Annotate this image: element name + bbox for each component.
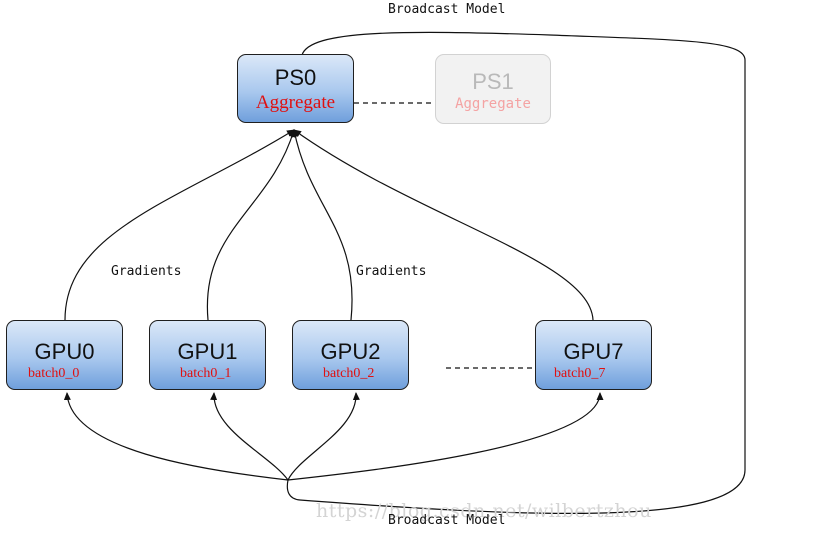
broadcast-edge-gpu7 <box>287 392 604 481</box>
ps1-subtitle: Aggregate <box>455 96 531 112</box>
gradient-edge-gpu0 <box>64 129 295 321</box>
gradients-label-right: Gradients <box>356 264 427 279</box>
broadcast-edge-gpu2 <box>287 392 360 481</box>
gpu2-batch: batch0_2 <box>323 366 375 381</box>
ps1-title: PS1 <box>472 69 514 94</box>
gpu1-batch: batch0_1 <box>180 366 232 381</box>
gpu0-node: GPU0 batch0_0 <box>6 320 123 390</box>
ps1-node: PS1 Aggregate <box>435 54 551 124</box>
gpu1-title: GPU1 <box>177 339 238 364</box>
gradient-edge-gpu7 <box>293 129 594 321</box>
gpu7-title: GPU7 <box>563 339 624 364</box>
ps0-node: PS0 Aggregate <box>237 54 354 123</box>
broadcast-edge-gpu0 <box>63 392 289 481</box>
gpu1-node: GPU1 batch0_1 <box>149 320 266 390</box>
gpu0-batch: batch0_0 <box>28 366 80 381</box>
gpu7-node: GPU7 batch0_7 <box>535 320 652 390</box>
ps0-title: PS0 <box>274 65 317 90</box>
gpu2-title: GPU2 <box>320 339 381 364</box>
gpu0-title: GPU0 <box>34 339 95 364</box>
gpu2-node: GPU2 batch0_2 <box>292 320 409 390</box>
broadcast-edge-gpu1 <box>210 392 289 481</box>
gpu7-batch: batch0_7 <box>554 366 606 381</box>
gradient-edge-gpu1 <box>206 129 296 321</box>
broadcast-label-top: Broadcast Model <box>388 2 506 17</box>
gradients-label-left: Gradients <box>111 264 182 279</box>
ps0-subtitle: Aggregate <box>255 92 336 113</box>
gradient-edge-gpu2 <box>291 129 353 321</box>
broadcast-loop-edge <box>286 31 746 515</box>
broadcast-label-bottom: Broadcast Model <box>388 513 506 528</box>
watermark-url: https://blog.csdn.net/wilbertzhou <box>316 500 652 522</box>
